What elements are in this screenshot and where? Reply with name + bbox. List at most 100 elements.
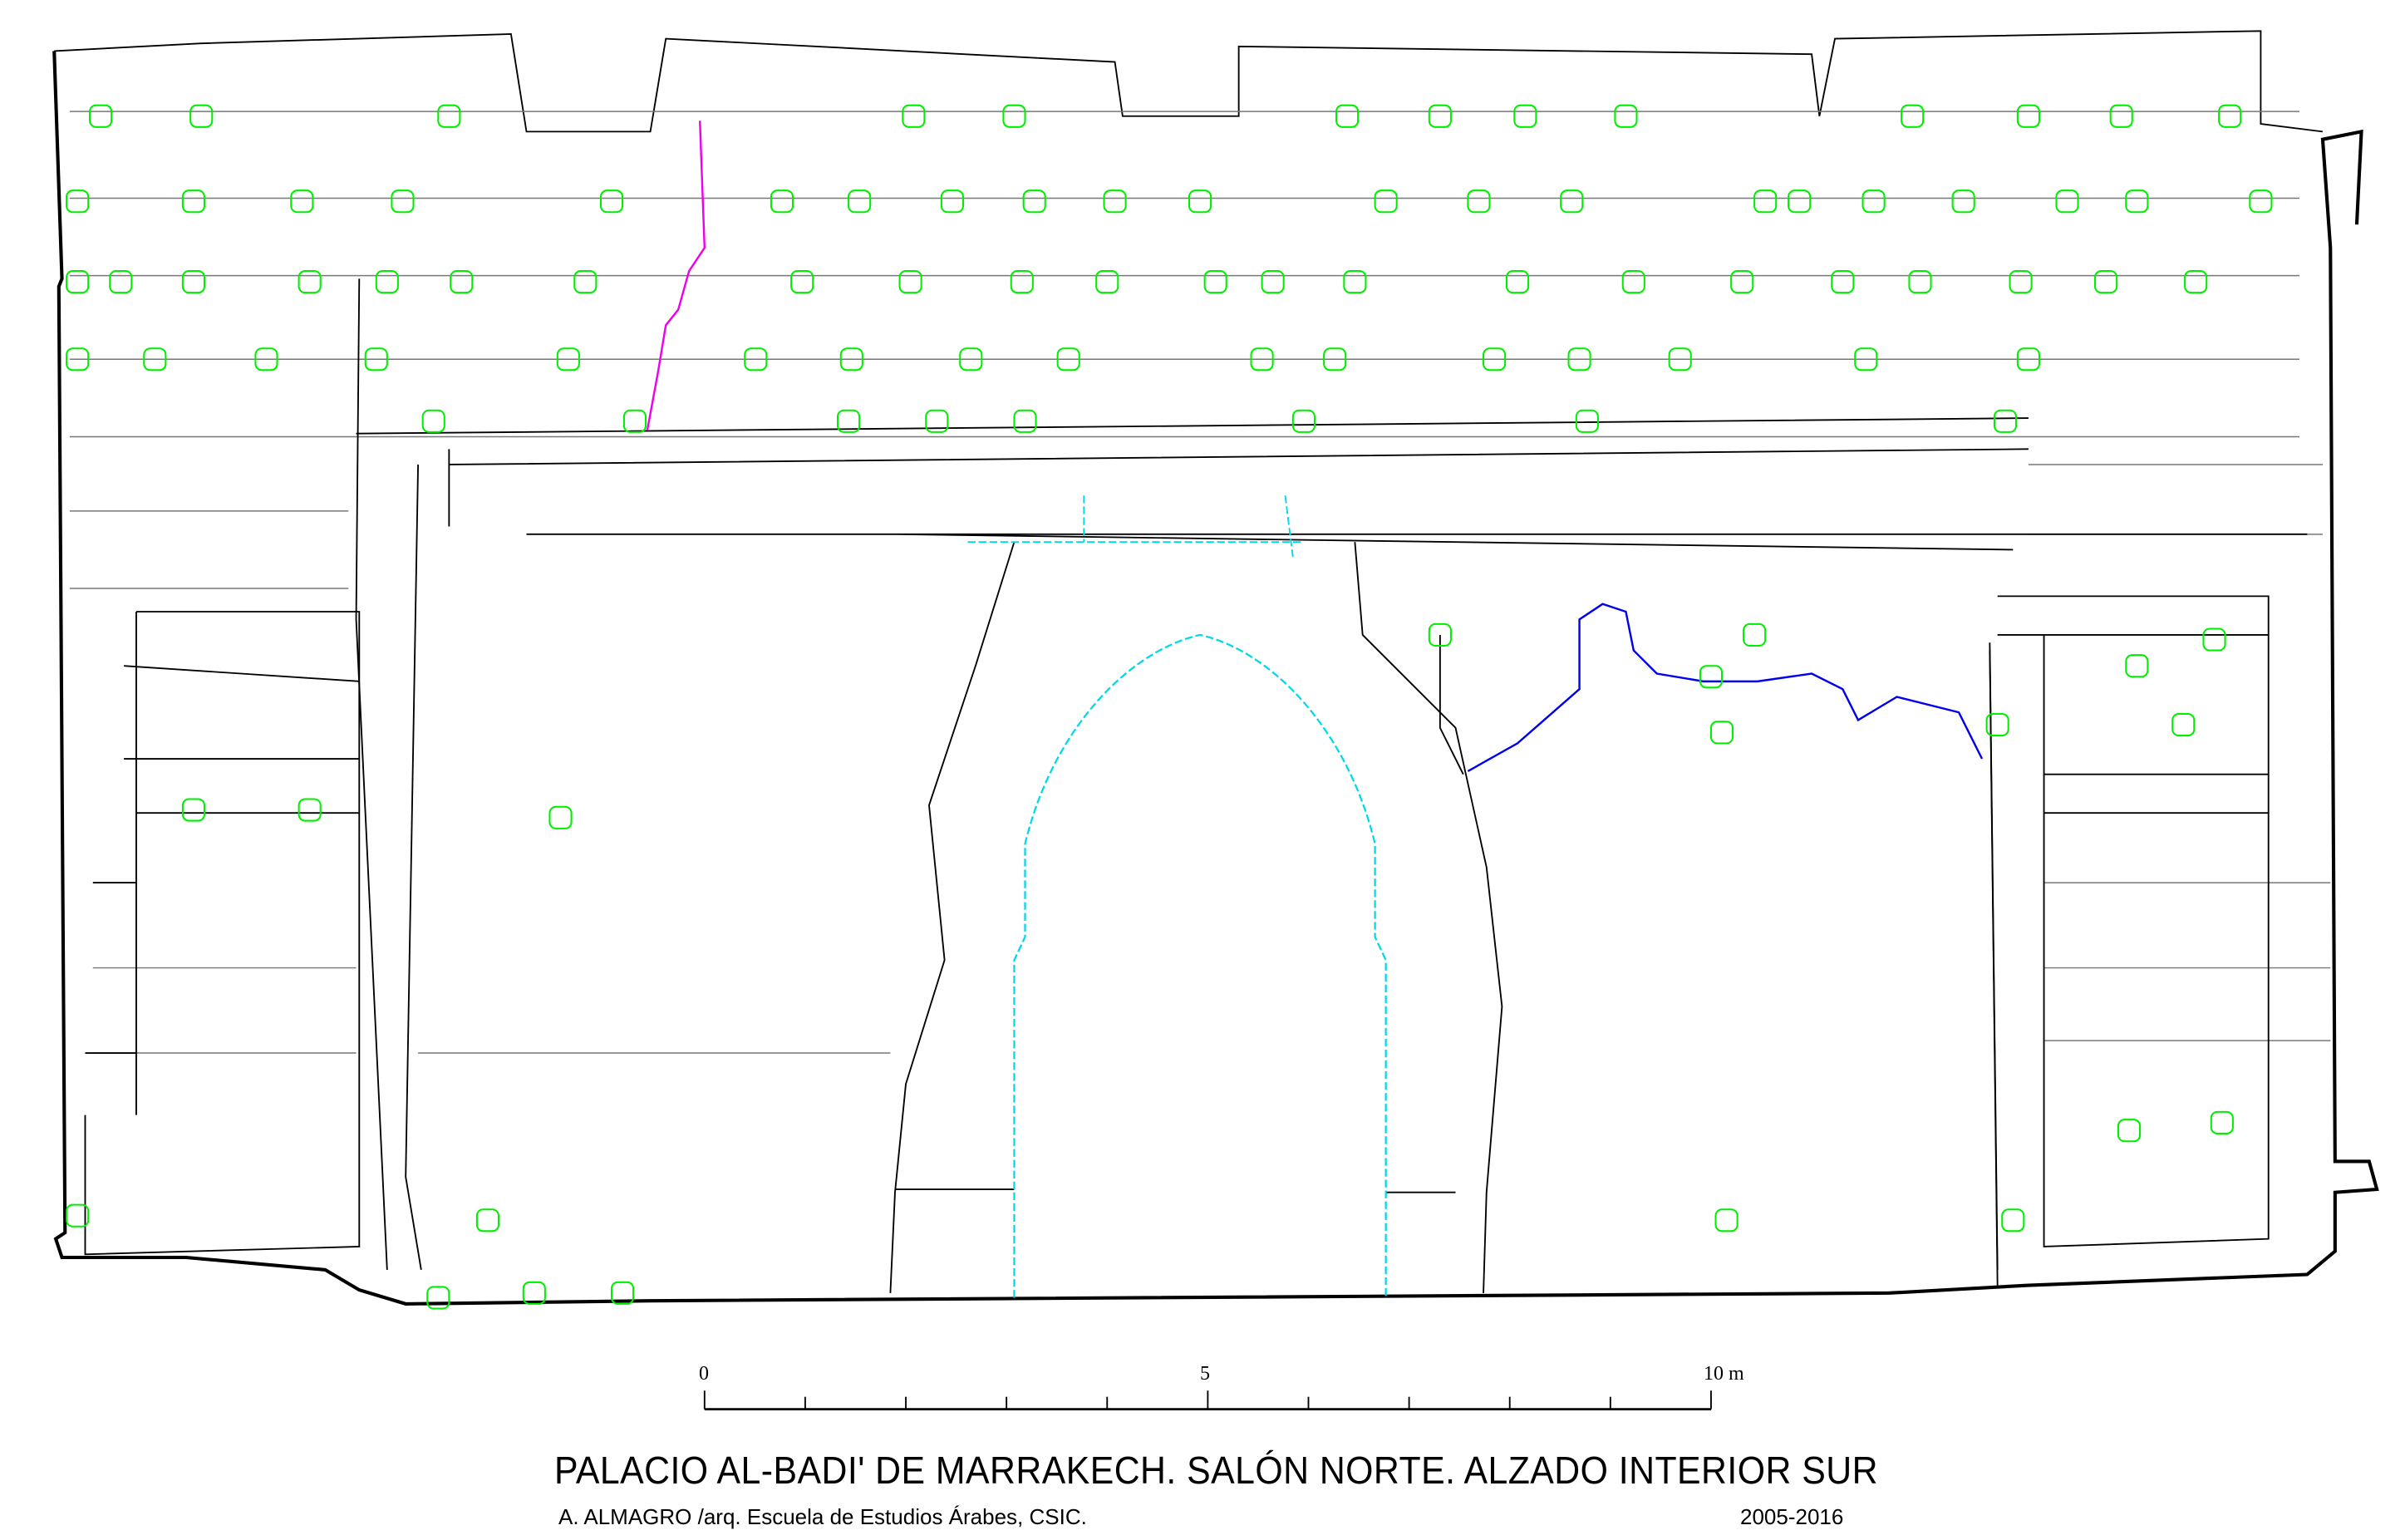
author-credit: A. ALMAGRO /arq. Escuela de Estudios Ára… (558, 1504, 1087, 1529)
right-bay (1989, 595, 2270, 1286)
central-wall (889, 541, 1503, 1293)
stone-marker (522, 1281, 546, 1305)
stone-marker (1743, 622, 1767, 647)
stone-marker (2202, 627, 2226, 652)
stone-marker (940, 189, 964, 214)
stone-marker (1831, 270, 1855, 294)
stone-marker (902, 104, 926, 128)
stone-marker (599, 189, 624, 214)
arch (1013, 633, 1387, 1298)
stone-marker (1621, 270, 1645, 294)
stone-marker (1709, 721, 1734, 745)
stone-marker (2210, 1110, 2234, 1134)
stone-marker (391, 189, 415, 214)
stone-marker (475, 1208, 500, 1232)
stone-marker (1483, 347, 1507, 371)
stone-marker (839, 347, 863, 371)
stone-marker (1335, 104, 1360, 128)
stone-marker (421, 409, 445, 433)
stone-marker (2249, 189, 2273, 214)
stone-marker (1056, 347, 1080, 371)
stone-marker (1861, 189, 1886, 214)
scale-label-0: 0 (699, 1363, 709, 1385)
stone-marker (770, 189, 794, 214)
stone-marker (1908, 270, 1932, 294)
stone-marker (66, 270, 90, 294)
stone-marker (1103, 189, 1127, 214)
stone-marker (2184, 270, 2208, 294)
arch-lintel (967, 495, 1301, 558)
stone-marker (2218, 104, 2242, 128)
stone-marker (66, 189, 90, 214)
stone-marker (1428, 104, 1452, 128)
stone-marker (1261, 270, 1285, 294)
stone-marker (2055, 189, 2079, 214)
left-bay (84, 611, 361, 1256)
stone-marker (437, 104, 461, 128)
stone-marker (2109, 104, 2133, 128)
stone-marker (66, 347, 90, 371)
stone-marker (1323, 347, 1347, 371)
stone-marker (556, 347, 580, 371)
stone-marker (143, 347, 167, 371)
stone-marker (1428, 622, 1452, 647)
stone-marker (1010, 270, 1034, 294)
stone-marker (66, 1203, 90, 1228)
stone-marker (1901, 104, 1925, 128)
stone-marker (426, 1286, 450, 1310)
stone-marker (610, 1281, 635, 1305)
stone-marker (1668, 347, 1692, 371)
stone-marker (254, 347, 278, 371)
stone-marker (89, 104, 113, 128)
stone-marker (790, 270, 814, 294)
stone-marker (1854, 347, 1878, 371)
stone-markers (66, 104, 2273, 1310)
stone-marker (2125, 654, 2149, 678)
stone-marker (1203, 270, 1227, 294)
stone-marker (1505, 270, 1530, 294)
stone-marker (898, 270, 922, 294)
lintel-band (356, 417, 2308, 551)
stone-marker (1714, 1208, 1739, 1232)
stone-marker (1022, 189, 1046, 214)
stone-marker (622, 409, 647, 433)
stone-marker (1753, 189, 1778, 214)
stone-marker (450, 270, 474, 294)
stone-marker (1699, 665, 1724, 689)
stone-marker (848, 189, 872, 214)
stone-marker (109, 270, 133, 294)
stone-marker (1250, 347, 1274, 371)
stone-marker (2117, 1119, 2142, 1143)
right-opening (1439, 634, 1999, 1270)
stone-marker (375, 270, 399, 294)
stone-marker (1467, 189, 1491, 214)
magenta-line (646, 121, 706, 431)
stone-marker (837, 409, 861, 433)
stone-marker (2016, 104, 2040, 128)
stone-marker (181, 270, 205, 294)
stone-marker (1095, 270, 1119, 294)
stone-marker (1985, 712, 2009, 737)
scale-label-5: 5 (1200, 1363, 1210, 1385)
stone-marker (2094, 270, 2118, 294)
stone-marker (2171, 712, 2196, 737)
stone-marker (2016, 347, 2040, 371)
stone-marker (925, 409, 949, 433)
stone-marker (1188, 189, 1212, 214)
drawing-title: PALACIO AL-BADI' DE MARRAKECH. SALÓN NOR… (554, 1449, 1878, 1492)
scale-label-10: 10 m (1704, 1363, 1744, 1385)
stone-marker (298, 798, 322, 822)
stone-marker (744, 347, 768, 371)
stone-marker (298, 270, 322, 294)
blue-line (1467, 603, 1984, 772)
stone-marker (1013, 409, 1037, 433)
wall-outline (52, 51, 2379, 1306)
stone-marker (548, 805, 573, 829)
stone-marker (1788, 189, 1812, 214)
stone-marker (1374, 189, 1398, 214)
stone-marker (1951, 189, 1975, 214)
top-edge (54, 30, 2324, 133)
stone-marker (1343, 270, 1367, 294)
scale-bar (703, 1390, 1712, 1411)
stone-marker (181, 798, 205, 822)
